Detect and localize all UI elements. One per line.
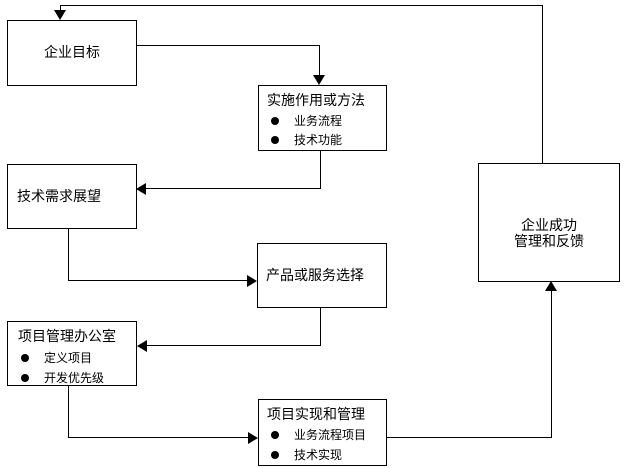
bullet-icon <box>21 354 29 362</box>
box-title: 产品或服务选择 <box>266 267 364 284</box>
arrowhead-left-icon <box>137 340 147 352</box>
box-title-line2: 管理和反馈 <box>514 233 584 250</box>
arrowhead-left-icon <box>136 183 146 195</box>
bullet-icon <box>271 135 279 144</box>
arrowhead-right-icon <box>248 432 258 444</box>
connector-line <box>319 45 320 76</box>
connector-line <box>60 5 61 12</box>
connector-line <box>68 385 69 438</box>
arrowhead-down-icon <box>313 75 325 85</box>
box-title: 企业目标 <box>44 45 100 61</box>
connector-line <box>60 5 543 6</box>
box-title: 实施作用或方法 <box>267 93 365 109</box>
bullet-item: 技术功能 <box>271 130 386 149</box>
connector-line <box>136 45 320 46</box>
connector-line <box>387 437 552 438</box>
connector-line <box>68 437 249 438</box>
box-title: 项目管理办公室 <box>18 329 116 345</box>
bullet-item: 业务流程项目 <box>271 425 386 445</box>
arrowhead-up-icon <box>545 281 557 291</box>
arrowhead-down-icon <box>54 10 66 20</box>
bullet-item: 定义项目 <box>21 348 136 368</box>
connector-line <box>551 290 552 438</box>
connector-line <box>68 280 248 281</box>
box-title-line1: 企业成功 <box>521 217 577 234</box>
bullet-icon <box>271 116 279 125</box>
bullet-icon <box>271 451 279 459</box>
box-tech-requirements-outlook: 技术需求展望 <box>7 164 137 229</box>
box-pmo: 项目管理办公室 定义项目 开发优先级 <box>7 321 137 386</box>
bullet-item: 开发优先级 <box>21 368 136 385</box>
arrowhead-right-icon <box>247 275 257 287</box>
box-project-implementation-management: 项目实现和管理 业务流程项目 技术实现 <box>258 399 387 466</box>
bullet-icon <box>271 431 279 439</box>
bullet-icon <box>21 374 29 382</box>
connector-line <box>147 345 321 346</box>
connector-line <box>68 228 69 281</box>
box-enterprise-success-feedback: 企业成功 管理和反馈 <box>478 163 620 282</box>
box-enterprise-goals: 企业目标 <box>7 20 137 86</box>
connector-line <box>320 150 321 189</box>
connector-line <box>542 5 543 163</box>
bullet-item: 业务流程 <box>271 111 386 130</box>
box-title: 技术需求展望 <box>17 188 101 205</box>
box-implementation-method: 实施作用或方法 业务流程 技术功能 <box>258 85 387 151</box>
bullet-item: 技术实现 <box>271 445 386 465</box>
box-title: 项目实现和管理 <box>267 407 365 423</box>
connector-line <box>320 307 321 346</box>
box-product-service-selection: 产品或服务选择 <box>257 243 387 308</box>
connector-line <box>146 188 321 189</box>
